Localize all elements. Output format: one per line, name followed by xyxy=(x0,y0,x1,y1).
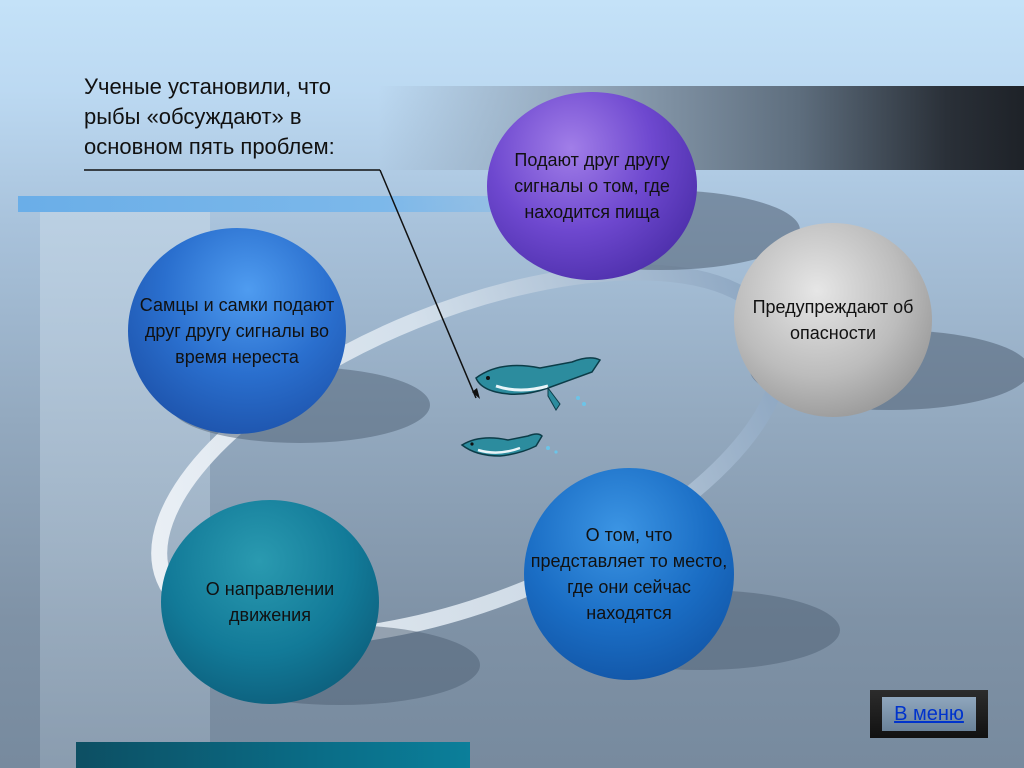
circle-spawning-signals: Самцы и самки подают друг другу сигналы … xyxy=(128,228,346,434)
fish-icon-large xyxy=(475,357,602,411)
fish-icon-small xyxy=(460,433,558,457)
circle-food-signals: Подают друг другу сигналы о том, где нах… xyxy=(487,92,697,280)
circle-location-info: О том, что представляет то место, где он… xyxy=(524,468,734,680)
slide-heading: Ученые установили, что рыбы «обсуждают» … xyxy=(84,74,335,159)
top-decor-band xyxy=(378,86,1024,170)
menu-link[interactable]: В меню xyxy=(882,697,976,731)
menu-button[interactable]: В меню xyxy=(870,690,988,738)
blue-decor-line xyxy=(18,196,538,212)
bottom-decor-bar xyxy=(76,742,470,768)
circle-danger-warning: Предупреждают об опасности xyxy=(734,223,932,417)
circle-movement-direction: О направлении движения xyxy=(161,500,379,704)
